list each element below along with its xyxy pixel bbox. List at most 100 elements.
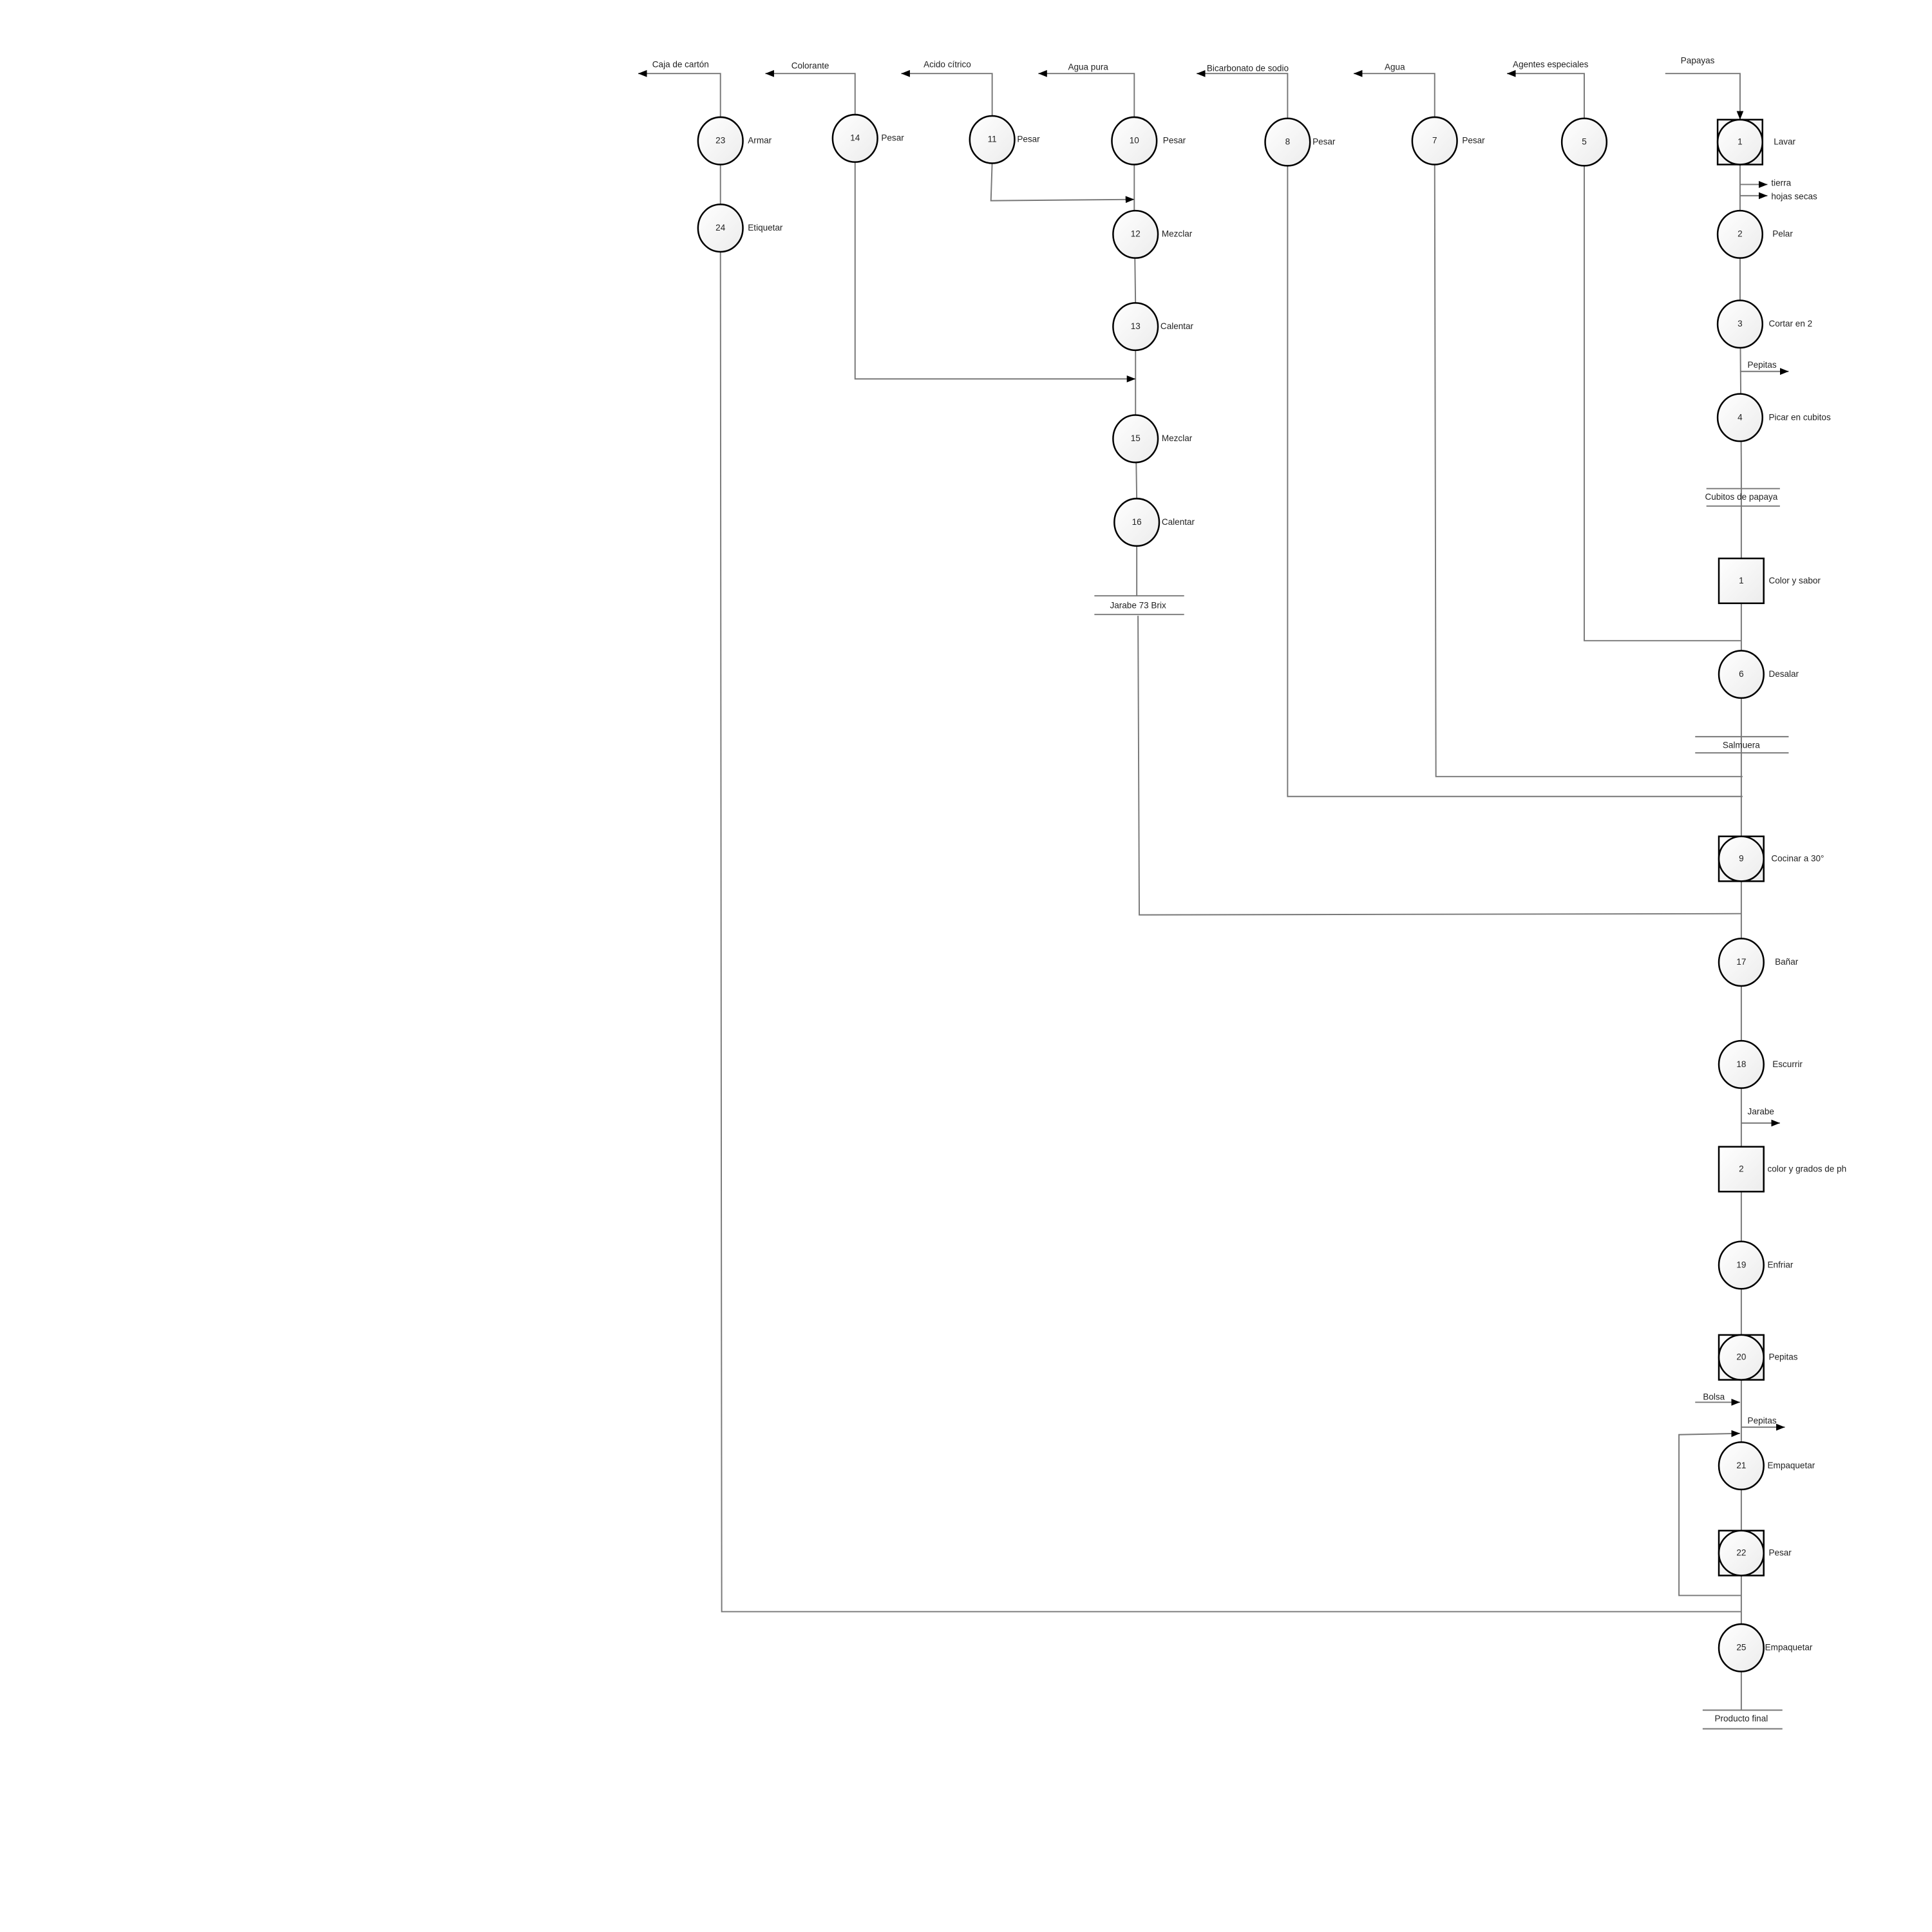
node-number: 5	[1582, 137, 1587, 147]
line-jarabe-to-17	[1137, 616, 1741, 916]
operation-circle	[697, 116, 744, 166]
input-label: Acido cítrico	[923, 60, 971, 70]
input-label: Bicarbonato de sodio	[1207, 63, 1289, 73]
input-arrow	[1507, 70, 1585, 118]
storage-label: Jarabe 73 Brix	[1110, 601, 1166, 611]
operation-circle	[1716, 299, 1764, 349]
node-number: 3	[1738, 319, 1743, 328]
node-label: Pesar	[1312, 137, 1336, 147]
node-number: 4	[1738, 412, 1743, 422]
operation-circle	[1264, 117, 1311, 167]
operation-circle	[1718, 1240, 1765, 1290]
node-number: 13	[1131, 321, 1141, 331]
operation-circle	[1718, 1530, 1765, 1577]
node-number: 22	[1736, 1548, 1746, 1557]
operation-circle	[1716, 393, 1764, 442]
node-label: Color y sabor	[1768, 576, 1821, 585]
node-number: 18	[1736, 1059, 1746, 1069]
operation-circle	[1718, 835, 1765, 882]
node-operation[interactable]: 12 Mezclar	[1112, 209, 1193, 259]
operation-circle	[1111, 116, 1158, 166]
storage-lines	[1702, 1709, 1783, 1730]
node-number: 12	[1131, 229, 1141, 239]
node-operation[interactable]: 18 Escurrir	[1718, 1039, 1803, 1089]
storage-lines	[1094, 595, 1184, 616]
operation-circle	[1718, 1441, 1765, 1491]
operation-circle	[1112, 209, 1159, 259]
node-number: 11	[988, 135, 997, 144]
node-operation[interactable]: 8 Pesar	[1264, 117, 1336, 167]
connector-lines	[638, 70, 1789, 1730]
input-label: Colorante	[791, 61, 829, 70]
storage-label: Salmuera	[1723, 740, 1760, 750]
input-arrow	[1038, 70, 1135, 118]
input-arrow	[1353, 70, 1435, 118]
output-label: hojas secas	[1771, 192, 1817, 202]
operation-circle	[1718, 1039, 1765, 1089]
node-number: 9	[1739, 853, 1744, 863]
node-label: Calentar	[1162, 517, 1195, 527]
node-number: 23	[715, 136, 725, 146]
node-number: 24	[715, 223, 726, 232]
node-label: Enfriar	[1768, 1260, 1794, 1269]
node-label: Mezclar	[1162, 229, 1193, 239]
operation-circle	[1411, 116, 1458, 166]
node-number: 25	[1736, 1643, 1746, 1653]
node-label: Escurrir	[1772, 1059, 1803, 1069]
operation-circle	[1718, 1623, 1765, 1672]
line-24-to-25	[719, 251, 1741, 1613]
node-label: Desalar	[1768, 669, 1799, 679]
output-label: tierra	[1771, 178, 1791, 187]
node-label: Bañar	[1775, 957, 1799, 967]
operation-circle	[1113, 497, 1160, 547]
inspection-square	[1718, 557, 1765, 605]
node-label: Pelar	[1772, 229, 1793, 239]
storage-lines	[1695, 735, 1789, 753]
node-label: Pesar	[1462, 136, 1485, 146]
operation-circle	[1716, 209, 1764, 259]
node-label: Pesar	[1163, 136, 1186, 146]
line-8-to-9	[1287, 164, 1743, 797]
input-label: Caja de cartón	[652, 60, 709, 70]
node-operation[interactable]: 2 Pelar	[1716, 209, 1793, 259]
node-number: 8	[1285, 137, 1291, 147]
input-arrow	[901, 70, 993, 118]
input-arrow	[1197, 70, 1289, 118]
node-number: 16	[1132, 517, 1142, 527]
operation-circle	[1718, 938, 1765, 987]
input-label: Agentes especiales	[1513, 60, 1589, 70]
operation-circle	[697, 204, 744, 253]
line-7-to-9	[1434, 163, 1743, 777]
node-operation[interactable]: 5	[1560, 117, 1608, 167]
line-14-to-15	[854, 160, 1136, 383]
storage-lines	[1706, 488, 1780, 507]
loop-22-to-21	[1678, 1430, 1741, 1596]
operation-circle	[1718, 1334, 1765, 1381]
output-label: Jarabe	[1748, 1106, 1774, 1116]
node-number: 2	[1738, 229, 1743, 239]
node-operation[interactable]: 16 Calentar	[1113, 497, 1195, 547]
input-label-papayas: Papayas	[1681, 56, 1715, 66]
